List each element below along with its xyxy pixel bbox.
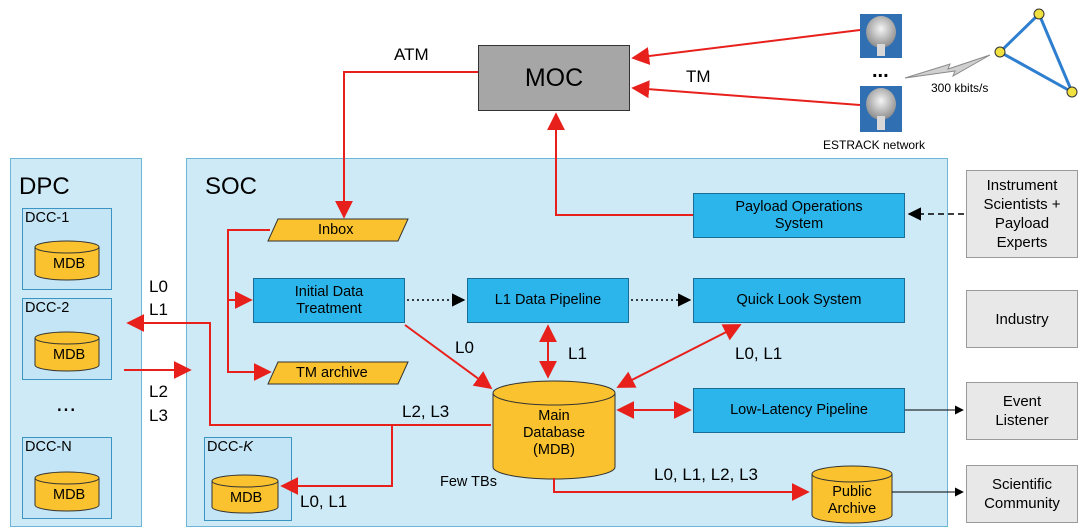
arrow-payload-moc <box>547 112 693 216</box>
inbox-shape <box>267 218 409 242</box>
rate-label: 300 kbits/s <box>931 81 989 95</box>
arrow-ql-mdb <box>616 324 742 388</box>
dcc-2-mdb-label: MDB <box>53 347 86 363</box>
dcc-n-mdb-label: MDB <box>53 487 86 503</box>
dcc-n-label: DCC-N <box>25 439 72 455</box>
estrack-label: ESTRACK network <box>823 138 926 152</box>
lightning-link-icon <box>904 54 991 79</box>
dcc-1-mdb-label: MDB <box>53 256 86 272</box>
dcc-2-mdb-cylinder <box>34 331 100 372</box>
low-latency-pipeline-box[interactable]: Low-Latency Pipeline <box>693 388 905 433</box>
arrow-idt-mdb <box>404 324 493 390</box>
public-archive-label[interactable]: Public Archive <box>827 484 877 517</box>
main-database-label[interactable]: Main Database (MDB) <box>522 408 586 458</box>
public-archive-cylinder <box>811 465 893 524</box>
antenna-2-icon <box>860 86 902 132</box>
initial-data-treatment-box[interactable]: Initial Data Treatment <box>253 278 405 323</box>
antenna-1-icon <box>860 14 902 58</box>
atm-label: ATM <box>394 45 429 64</box>
arrow-mdb-public <box>553 478 810 501</box>
dcc-2-label: DCC-2 <box>25 300 70 316</box>
main-database-cylinder <box>492 380 616 480</box>
edge-label-l0l1-ql: L0, L1 <box>735 344 783 363</box>
dpc-ellipsis: ... <box>56 390 77 417</box>
instrument-scientists-box[interactable]: Instrument Scientists + Payload Experts <box>966 170 1078 258</box>
arrow-mdb-dcck <box>280 425 393 495</box>
arrow-inbox-idt <box>227 229 270 309</box>
edge-label-l2l3-dcc: L2, L3 <box>402 402 450 421</box>
edge-label-l0l1-dcck: L0, L1 <box>300 492 348 511</box>
dcc-k-mdb-cylinder <box>211 474 279 514</box>
quick-look-system-box[interactable]: Quick Look System <box>693 278 905 323</box>
inbox-label[interactable]: Inbox <box>318 222 354 238</box>
arrow-mdb-dpc <box>126 314 491 426</box>
few-tbs-label: Few TBs <box>440 474 497 490</box>
dpc-title: DPC <box>19 173 70 200</box>
arrow-antenna2-moc <box>631 80 861 106</box>
arrow-moc-inbox <box>335 71 478 219</box>
edge-label-l3-left: L3 <box>149 406 168 425</box>
soc-title: SOC <box>205 173 258 200</box>
payload-operations-system-box[interactable]: Payload Operations System <box>693 193 905 238</box>
edge-label-l0-left: L0 <box>149 277 168 296</box>
scientific-community-box[interactable]: Scientific Community <box>966 465 1078 523</box>
tm-label: TM <box>686 67 711 86</box>
edge-label-l1-mid: L1 <box>568 344 587 363</box>
arrow-inbox-tmarchive <box>227 300 272 381</box>
l1-data-pipeline-box[interactable]: L1 Data Pipeline <box>467 278 629 323</box>
edge-label-l1-left: L1 <box>149 300 168 319</box>
dcc-n-mdb-cylinder <box>34 471 100 512</box>
arrow-antenna1-moc <box>631 29 861 65</box>
moc-label: MOC <box>524 63 584 92</box>
dcc-k-label: DCC-K <box>207 439 253 455</box>
dcc-k-mdb-label: MDB <box>230 490 263 506</box>
edge-label-l0-idt: L0 <box>455 338 474 357</box>
edge-label-l0123-pub: L0, L1, L2, L3 <box>654 465 758 484</box>
event-listener-box[interactable]: Event Listener <box>966 382 1078 440</box>
tm-archive-label[interactable]: TM archive <box>296 365 368 381</box>
industry-box[interactable]: Industry <box>966 290 1078 348</box>
edge-label-l2-left: L2 <box>149 382 168 401</box>
satellite-constellation-icon <box>994 8 1078 98</box>
dcc-1-mdb-cylinder <box>34 240 100 281</box>
moc-box[interactable]: MOC <box>478 45 630 111</box>
dcc-1-label: DCC-1 <box>25 210 70 226</box>
ellipsis-top: ... <box>872 60 889 82</box>
